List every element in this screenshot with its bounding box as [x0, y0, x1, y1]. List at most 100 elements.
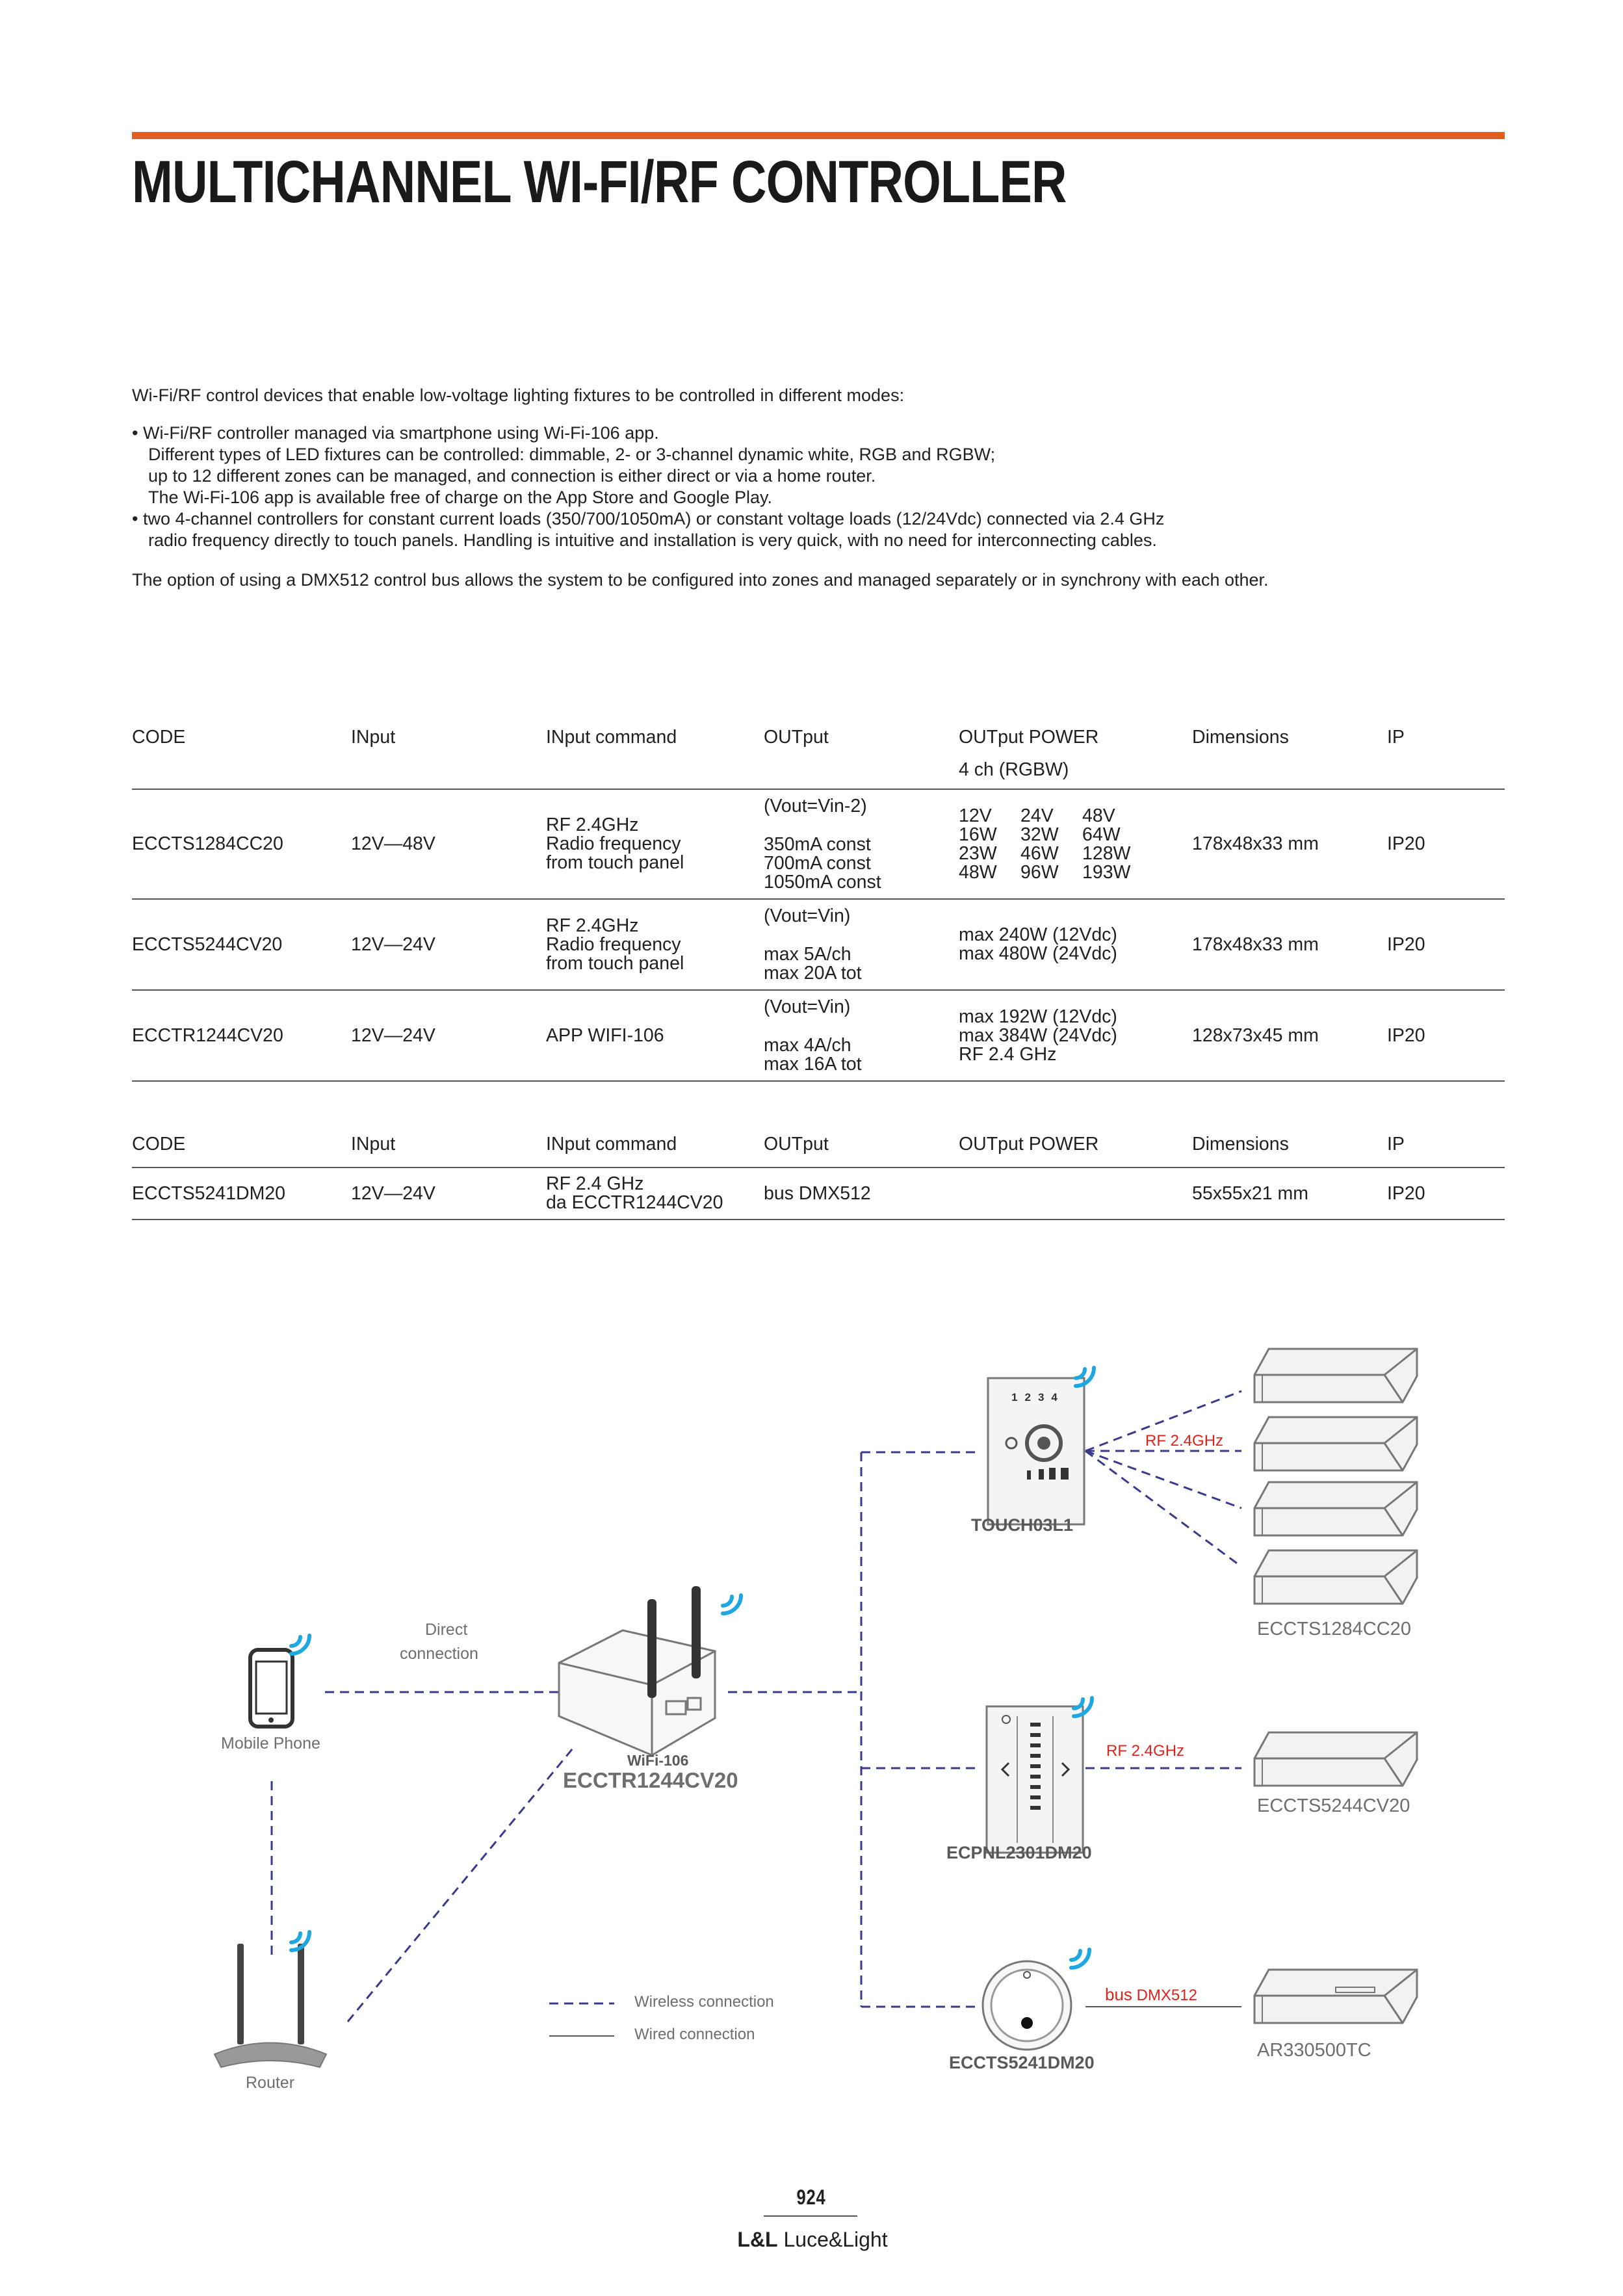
cell-code: ECCTS5241DM20 [132, 1168, 351, 1220]
power-line: RF 2.4 GHz [959, 1043, 1057, 1065]
cell-code: ECCTR1244CV20 [132, 990, 351, 1082]
eccts5241dm20-round-icon [981, 1960, 1072, 2051]
direct-connection-label-1: Direct [425, 1621, 468, 1639]
cell-dimensions: 178x48x33 mm [1192, 899, 1387, 991]
table-row: ECCTR1244CV20 12V—24V APP WIFI-106 (Vout… [132, 990, 1505, 1082]
output-line: max 16A tot [764, 1053, 862, 1075]
cell-code: ECCTS5244CV20 [132, 899, 351, 991]
cell-power [959, 1168, 1192, 1220]
legend-wireless-label: Wireless connection [634, 1993, 774, 2011]
mobile-phone-label: Mobile Phone [221, 1734, 320, 1753]
rf-label-2: RF 2.4GHz [1106, 1742, 1185, 1760]
spec-table-2: CODE INput INput command OUTput OUTput P… [132, 1135, 1505, 1220]
intro-text: Wi-Fi/RF control devices that enable low… [132, 385, 1497, 591]
touch03l1-label: TOUCH03L1 [971, 1515, 1074, 1535]
wifi-icon [291, 1630, 316, 1655]
power-line: max 192W (12Vdc) [959, 1006, 1117, 1027]
cmd-line: RF 2.4GHz [546, 815, 639, 835]
page-title: MULTICHANNEL WI-FI/RF CONTROLLER [132, 149, 1067, 215]
ecpnl2301dm20-panel-icon [985, 1705, 1084, 1854]
col-header-dimensions: Dimensions [1192, 727, 1289, 748]
cell-output: (Vout=Vin) max 5A/ch max 20A tot [764, 899, 959, 991]
driver-icon [1253, 1731, 1418, 1787]
intro-bullet-1: • Wi-Fi/RF controller managed via smartp… [132, 423, 659, 443]
col-header-output-power: OUTput POWER [959, 1135, 1192, 1168]
product-label-eccts1284cc20: ECCTS1284CC20 [1257, 1619, 1411, 1639]
power-line: max 240W (12Vdc) [959, 924, 1117, 945]
cmd-line: from touch panel [546, 852, 684, 873]
wifi106-controller-icon [558, 1586, 716, 1756]
router-label: Router [246, 2074, 295, 2092]
wireless-lines [270, 1390, 1242, 2022]
table-row: ECCTS5244CV20 12V—24V RF 2.4GHz Radio fr… [132, 899, 1505, 991]
cell-ip: IP20 [1387, 789, 1505, 900]
cell-power: max 240W (12Vdc) max 480W (24Vdc) [959, 899, 1192, 991]
rf-label-1: RF 2.4GHz [1145, 1432, 1224, 1450]
page-number-divider [764, 2215, 857, 2217]
output-note: (Vout=Vin) [764, 996, 851, 1017]
eccts5241dm20-label: ECCTS5241DM20 [949, 2053, 1095, 2072]
col-header-ip: IP [1387, 727, 1405, 748]
col-header-input: INput [351, 727, 396, 748]
cell-ip: IP20 [1387, 990, 1505, 1082]
driver-icon [1253, 1416, 1418, 1472]
wifi-icon [291, 1927, 316, 1951]
output-line: 700mA const [764, 852, 871, 874]
cell-input: 12V—48V [351, 789, 546, 900]
power-line: max 384W (24Vdc) [959, 1024, 1117, 1046]
col-header-input-command: INput command [546, 727, 677, 748]
driver-icon [1253, 1549, 1418, 1605]
intro-bullet-1-line-2: Different types of LED fixtures can be c… [148, 445, 996, 464]
cmd-line: RF 2.4GHz [546, 915, 639, 936]
output-note: (Vout=Vin-2) [764, 795, 867, 816]
cell-code: ECCTS1284CC20 [132, 789, 351, 900]
power-line: max 480W (24Vdc) [959, 943, 1117, 964]
ecpnl2301dm20-label: ECPNL2301DM20 [946, 1843, 1092, 1862]
intro-bullet-1-line-4: The Wi-Fi-106 app is available free of c… [148, 488, 773, 507]
wifi-icon [1071, 1944, 1096, 1969]
driver-icon [1253, 1348, 1418, 1403]
bus-dmx512-label: bus DMX512 [1105, 1985, 1197, 2004]
output-line: 350mA const [764, 833, 871, 855]
cell-command: RF 2.4GHz Radio frequency from touch pan… [546, 789, 764, 900]
cmd-line: Radio frequency [546, 933, 681, 955]
intro-bullet-1-line-3: up to 12 different zones can be managed,… [148, 466, 876, 486]
product-label-eccts5244cv20: ECCTS5244CV20 [1257, 1795, 1410, 1816]
cell-ip: IP20 [1387, 1168, 1505, 1220]
intro-bullet-2: • two 4-channel controllers for constant… [132, 509, 1165, 528]
keypad-digits: 1234 [1011, 1391, 1065, 1403]
cell-dimensions: 55x55x21 mm [1192, 1168, 1387, 1220]
cmd-line: RF 2.4 GHz [546, 1173, 644, 1194]
col-header-code: CODE [132, 1135, 351, 1168]
intro-lead: Wi-Fi/RF control devices that enable low… [132, 385, 905, 405]
cell-output: (Vout=Vin) max 4A/ch max 16A tot [764, 990, 959, 1082]
cell-dimensions: 128x73x45 mm [1192, 990, 1387, 1082]
router-icon [213, 1944, 328, 2068]
col-header-output-power: OUTput POWER [959, 727, 1099, 748]
legend-wired-label: Wired connection [634, 2026, 755, 2043]
level-bars [1030, 1723, 1041, 1810]
output-line: max 5A/ch [764, 943, 851, 965]
cell-input: 12V—24V [351, 990, 546, 1082]
direct-connection-label-2: connection [400, 1645, 478, 1663]
output-line: max 20A tot [764, 962, 862, 984]
col-header-input-command: INput command [546, 1135, 764, 1168]
product-label-ar330500tc: AR330500TC [1257, 2040, 1371, 2061]
cell-output: bus DMX512 [764, 1168, 959, 1220]
col-header-output: OUTput [764, 1135, 959, 1168]
cell-power: max 192W (12Vdc) max 384W (24Vdc) RF 2.4… [959, 990, 1192, 1082]
intro-closing: The option of using a DMX512 control bus… [132, 570, 1269, 590]
cmd-line: Radio frequency [546, 833, 681, 854]
cell-command: RF 2.4GHz Radio frequency from touch pan… [546, 899, 764, 991]
col-header-output: OUTput [764, 727, 829, 748]
wifi-icon [723, 1590, 747, 1615]
spec-table-1: CODE INput INput command OUTput OUTput P… [132, 728, 1505, 1082]
touch03l1-panel-icon [987, 1377, 1085, 1526]
cell-ip: IP20 [1387, 899, 1505, 991]
cmd-line: APP WIFI-106 [546, 1024, 664, 1046]
ar330500tc-driver-icon [1253, 1968, 1418, 2024]
cell-dimensions: 178x48x33 mm [1192, 789, 1387, 900]
header-accent-bar [132, 132, 1505, 139]
